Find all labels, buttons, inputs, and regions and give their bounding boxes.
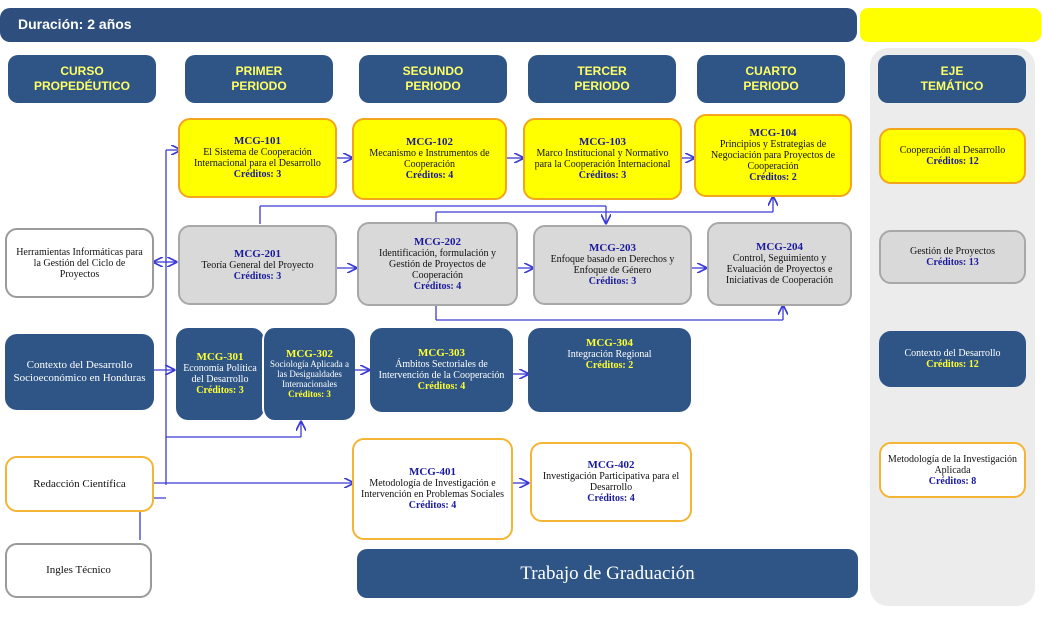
- header-line: CUARTO: [745, 64, 797, 78]
- course-name: Principios y Estrategias de Negociación …: [710, 139, 836, 172]
- header-line: EJE: [940, 64, 964, 78]
- course-code: MCG-202: [413, 235, 462, 248]
- course-name: Herramientas Informáticas para la Gestió…: [16, 246, 143, 280]
- graduation-work-label: Trabajo de Graduación: [520, 562, 695, 584]
- axis-credits: Créditos: 13: [926, 257, 979, 268]
- course-code: MCG-303: [417, 347, 466, 359]
- course-name: Control, Seguimiento y Evaluación de Pro…: [725, 253, 834, 286]
- course-code: MCG-102: [405, 136, 454, 148]
- course-credits: Créditos: 3: [233, 270, 282, 282]
- header-line: PERIODO: [231, 79, 287, 93]
- axis-name: Metodología de la Investigación Aplicada: [887, 453, 1018, 476]
- axis-name: Contexto del Desarrollo: [904, 348, 1001, 359]
- header-line: PERIODO: [405, 79, 461, 93]
- course-credits: Créditos: 3: [288, 389, 331, 399]
- course-name: Mecanismo e Instrumentos de Cooperación: [369, 148, 490, 170]
- course-name: Metodología de Investigación e Intervenc…: [360, 478, 504, 500]
- course-name: Contexto del Desarrollo Socioeconómico e…: [13, 359, 146, 384]
- course-contexto-honduras: Contexto del Desarrollo Socioeconómico e…: [5, 334, 154, 410]
- course-code: MCG-302: [285, 348, 334, 360]
- course-name: Enfoque basado en Derechos y Enfoque de …: [550, 254, 675, 276]
- course-code: MCG-201: [233, 247, 282, 260]
- header-line: CURSO: [60, 64, 104, 78]
- course-credits: Créditos: 3: [588, 276, 637, 287]
- axis-metodologia: Metodología de la Investigación Aplicada…: [879, 442, 1026, 498]
- header-line: PERIODO: [743, 79, 799, 93]
- course-name: Teoría General del Proyecto: [201, 259, 314, 271]
- course-name: Redacción Científica: [33, 477, 126, 490]
- course-code: MCG-103: [578, 136, 627, 148]
- course-credits: Créditos: 3: [196, 385, 244, 396]
- header-line: PERIODO: [574, 79, 630, 93]
- duration-bar: Duración: 2 años: [0, 8, 857, 42]
- axis-credits: Créditos: 12: [926, 359, 979, 370]
- axis-name: Cooperación al Desarrollo: [899, 145, 1006, 156]
- course-credits: Créditos: 4: [587, 493, 635, 504]
- duration-label: Duración: 2 años: [18, 16, 132, 32]
- header-line: TERCER: [577, 64, 627, 78]
- graduation-work: Trabajo de Graduación: [357, 549, 858, 598]
- course-credits: Créditos: 2: [749, 172, 797, 183]
- course-code: MCG-101: [233, 135, 282, 147]
- course-code: MCG-204: [755, 241, 804, 253]
- course-name: Ingles Técnico: [46, 564, 111, 576]
- course-herramientas-informaticas: Herramientas Informáticas para la Gestió…: [5, 228, 154, 298]
- course-name: Marco Institucional y Normativo para la …: [534, 148, 671, 170]
- course-code: MCG-304: [585, 337, 634, 349]
- axis-name: Gestión de Proyectos: [910, 246, 995, 257]
- course-code: MCG-402: [587, 459, 635, 471]
- course-name: Integración Regional: [567, 349, 652, 360]
- course-code: MCG-401: [408, 466, 457, 478]
- course-name: Ámbitos Sectoriales de Intervención de l…: [378, 359, 505, 381]
- header-line: SEGUNDO: [402, 64, 464, 78]
- course-credits: Créditos: 4: [405, 170, 454, 181]
- course-name: El Sistema de Cooperación Internacional …: [194, 147, 321, 169]
- header-line: TEMÁTICO: [920, 79, 984, 93]
- course-code: MCG-104: [749, 127, 797, 139]
- course-ingles-tecnico: Ingles Técnico: [5, 543, 152, 598]
- course-redaccion-cientifica: Redacción Científica: [5, 456, 154, 512]
- yellow-bar: [860, 8, 1041, 42]
- course-credits: Créditos: 3: [233, 169, 282, 180]
- course-credits: Créditos: 3: [578, 170, 627, 181]
- course-code: MCG-301: [196, 351, 244, 363]
- course-name: Identificación, formulación y Gestión de…: [379, 247, 496, 281]
- course-name: Economía Política del Desarrollo: [183, 363, 257, 385]
- course-credits: Créditos: 4: [413, 280, 462, 292]
- course-name: Sociología Aplicada a las Desigualdades …: [270, 359, 349, 389]
- axis-credits: Créditos: 8: [928, 475, 977, 487]
- course-code: MCG-203: [588, 242, 637, 254]
- axis-credits: Créditos: 12: [926, 156, 979, 167]
- header-line: PROPEDÉUTICO: [33, 79, 130, 93]
- course-credits: Créditos: 4: [417, 381, 466, 392]
- course-credits: Créditos: 4: [408, 500, 457, 511]
- header-line: PRIMER: [235, 64, 283, 78]
- course-credits: Créditos: 2: [585, 360, 634, 371]
- course-name: Investigación Participativa para el Desa…: [542, 471, 680, 493]
